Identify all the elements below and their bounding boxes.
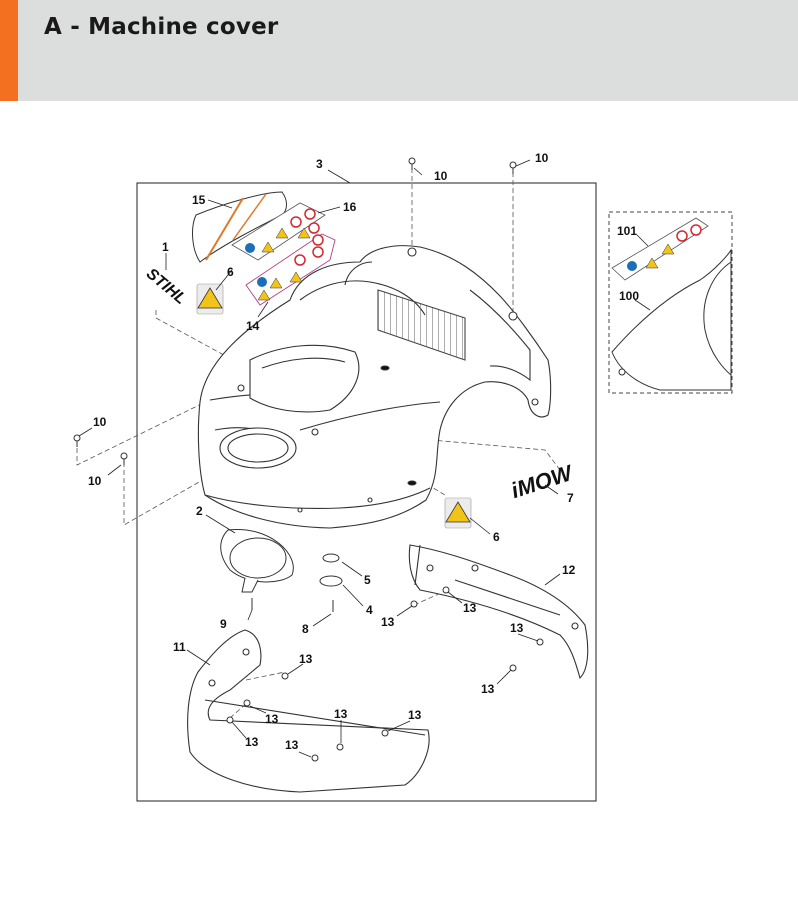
part-14-label [245, 233, 336, 306]
callout-14: 14 [246, 319, 260, 333]
callout-11: 11 [173, 640, 186, 654]
header-accent-bar [0, 0, 18, 101]
callout-101: 101 [617, 224, 637, 238]
callout-10-top-right: 10 [535, 151, 549, 165]
callout-100: 100 [619, 289, 639, 303]
stihl-logo: STIHL [143, 265, 189, 308]
page-header: A - Machine cover [0, 0, 798, 101]
part-16-label [231, 202, 326, 261]
callout-leaders [78, 159, 651, 758]
part-15-handle [192, 191, 287, 263]
part-12-bumper [408, 544, 589, 680]
part-6-warning-label-lower [444, 497, 472, 529]
callout-13-j: 13 [285, 738, 299, 752]
callout-13-h: 13 [408, 708, 422, 722]
screws [73, 157, 544, 762]
callout-6-upper: 6 [227, 265, 234, 279]
callout-13-c: 13 [510, 621, 524, 635]
part-2-cap [220, 528, 294, 610]
callout-10-left-lower: 10 [88, 474, 102, 488]
detail-frame [608, 211, 733, 394]
callout-13-d: 13 [299, 652, 313, 666]
parts-4-5-washers [319, 553, 343, 612]
detail-view-cover [611, 248, 732, 391]
part-11-bumper [187, 629, 430, 793]
callout-8: 8 [302, 622, 309, 636]
callout-13-b: 13 [381, 615, 395, 629]
callout-13-g: 13 [334, 707, 348, 721]
callout-13-i: 13 [245, 735, 259, 749]
callout-13-a: 13 [463, 601, 477, 615]
callout-12: 12 [562, 563, 576, 577]
page-title: A - Machine cover [44, 14, 279, 40]
machine-cover [197, 245, 552, 529]
callout-3: 3 [316, 157, 323, 171]
diagram-frame [136, 182, 597, 802]
callout-13-e: 13 [481, 682, 495, 696]
callout-10-top-left: 10 [434, 169, 448, 183]
callout-6-lower: 6 [493, 530, 500, 544]
part-101-label [611, 217, 709, 281]
part-6-warning-label-upper [196, 283, 224, 315]
callout-16: 16 [343, 200, 357, 214]
callout-5: 5 [364, 573, 371, 587]
callout-15: 15 [192, 193, 206, 207]
callouts: 3 10 10 15 16 1 6 14 101 100 10 10 7 2 6… [88, 151, 639, 752]
callout-1: 1 [162, 240, 169, 254]
callout-13-f: 13 [265, 712, 279, 726]
callout-4: 4 [366, 603, 373, 617]
callout-7: 7 [567, 491, 574, 505]
callout-10-left-upper: 10 [93, 415, 107, 429]
callout-2: 2 [196, 504, 203, 518]
callout-9: 9 [220, 617, 227, 631]
